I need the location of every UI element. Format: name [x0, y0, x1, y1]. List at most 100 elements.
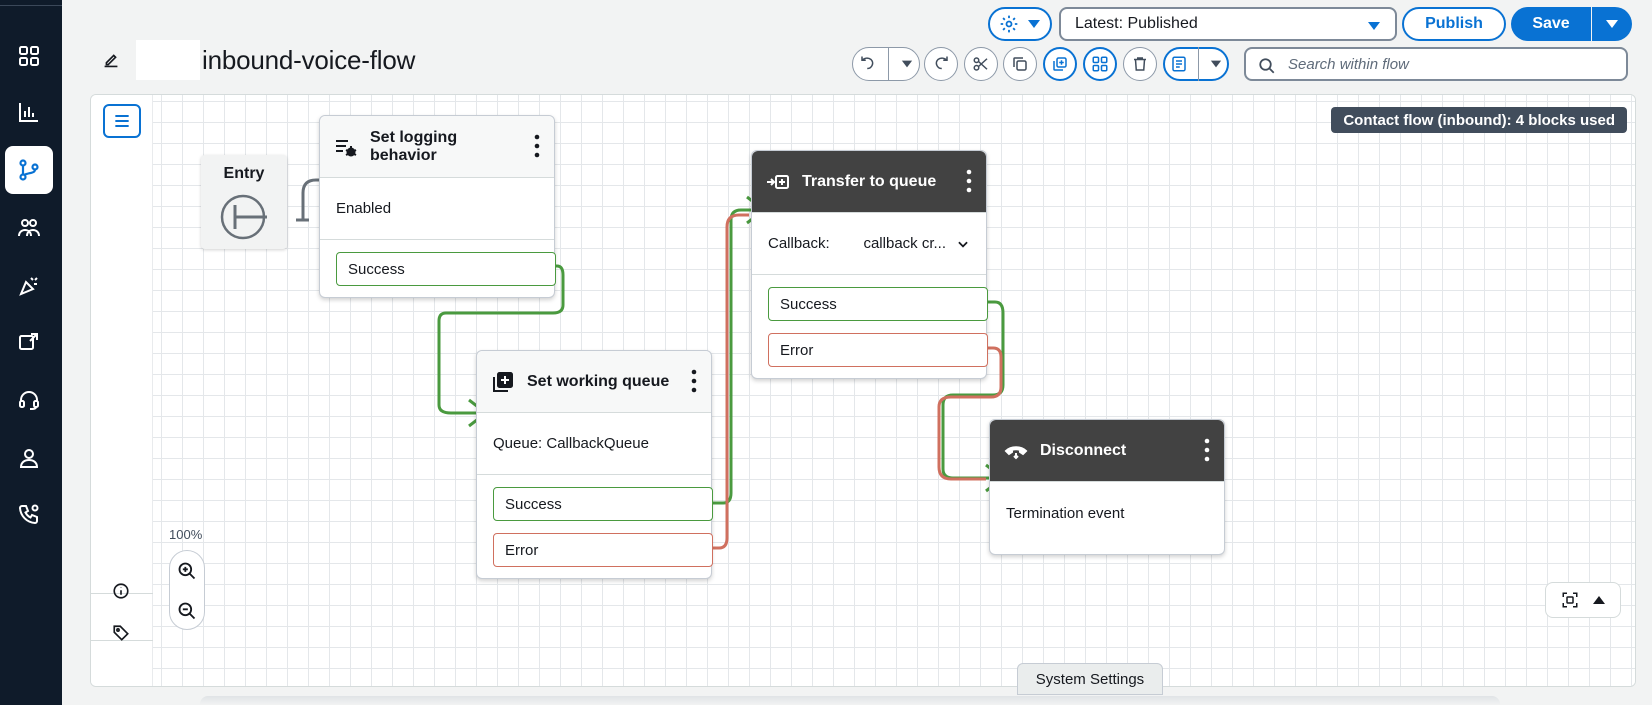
tag-icon[interactable]	[107, 619, 135, 647]
success-branch[interactable]: Success	[768, 287, 988, 321]
version-select[interactable]: Latest: Published	[1059, 7, 1397, 41]
kebab-menu-icon[interactable]	[691, 369, 697, 393]
save-options-button[interactable]	[1592, 7, 1632, 41]
agent-headset-icon[interactable]	[5, 376, 53, 424]
block-header[interactable]: Set logging behavior	[320, 116, 554, 178]
hang-up-icon	[1004, 446, 1028, 460]
queue-value: Queue: CallbackQueue	[493, 435, 649, 452]
sidebar-divider	[91, 593, 153, 594]
publish-button[interactable]: Publish	[1402, 7, 1506, 41]
logging-status: Enabled	[336, 200, 392, 217]
save-button[interactable]: Save	[1511, 7, 1591, 41]
queue-icon[interactable]	[5, 318, 53, 366]
info-icon[interactable]	[107, 577, 135, 605]
zoom-in-icon[interactable]	[177, 561, 197, 581]
set-working-queue-block[interactable]: Set working queue Queue: CallbackQueue S…	[476, 350, 713, 579]
logging-icon	[336, 140, 357, 157]
block-library-button[interactable]	[103, 104, 141, 138]
routing-icon[interactable]	[5, 146, 53, 194]
search-icon	[1259, 58, 1275, 74]
profile-icon[interactable]	[5, 434, 53, 482]
success-branch[interactable]: Success	[336, 252, 556, 286]
fit-to-screen-icon[interactable]	[1561, 591, 1579, 609]
scissors-icon	[973, 57, 988, 71]
edit-icon[interactable]	[100, 49, 122, 71]
users-icon[interactable]	[5, 204, 53, 252]
caret-down-icon	[901, 60, 913, 68]
callback-label: Callback:	[768, 235, 830, 252]
notes-icon	[1172, 56, 1186, 72]
canvas-sidebar	[91, 95, 153, 686]
termination-text: Termination event	[1006, 504, 1125, 522]
arrange-button[interactable]	[1083, 47, 1117, 81]
notes-button[interactable]	[1163, 47, 1229, 81]
redacted-title-prefix	[136, 40, 200, 80]
system-settings-tab[interactable]: System Settings	[1017, 663, 1163, 695]
settings-menu-button[interactable]	[988, 7, 1052, 41]
error-branch[interactable]: Error	[768, 333, 988, 367]
page-title: inbound-voice-flow	[202, 44, 416, 75]
set-logging-behavior-block[interactable]: Set logging behavior Enabled Success	[319, 115, 556, 298]
block-body: Queue: CallbackQueue	[477, 413, 711, 475]
entry-label: Entry	[223, 165, 265, 182]
channels-icon[interactable]	[5, 262, 53, 310]
callback-value: callback cr...	[863, 235, 946, 252]
caret-down-icon	[1028, 20, 1040, 28]
redo-icon	[935, 56, 948, 70]
paste-button[interactable]	[1043, 47, 1077, 81]
undo-button[interactable]	[852, 47, 920, 81]
copy-button[interactable]	[1003, 47, 1037, 81]
left-navigation	[0, 0, 62, 705]
success-branch[interactable]: Success	[493, 487, 713, 521]
dashboard-icon[interactable]	[5, 32, 53, 80]
chevron-down-icon[interactable]	[956, 237, 970, 251]
callback-row[interactable]: Callback: callback cr...	[752, 213, 986, 275]
block-title: Disconnect	[1040, 441, 1127, 459]
entry-block[interactable]: Entry	[201, 155, 287, 249]
flow-search[interactable]	[1244, 47, 1628, 81]
caret-down-icon	[1606, 20, 1618, 28]
caret-up-icon[interactable]	[1592, 593, 1606, 607]
redo-button[interactable]	[924, 47, 958, 81]
zoom-level: 100%	[169, 527, 203, 542]
flow-connectors	[296, 165, 1006, 550]
block-title: behavior	[370, 146, 437, 164]
kebab-menu-icon[interactable]	[534, 134, 540, 158]
block-header[interactable]: Transfer to queue	[752, 151, 986, 213]
block-header[interactable]: Set working queue	[477, 351, 711, 413]
delete-button[interactable]	[1123, 47, 1157, 81]
caret-down-icon	[1368, 22, 1380, 30]
gear-icon	[1000, 15, 1018, 33]
kebab-menu-icon[interactable]	[1204, 438, 1210, 462]
phone-settings-icon[interactable]	[5, 490, 53, 538]
zoom-out-icon[interactable]	[177, 601, 197, 621]
undo-icon	[861, 56, 874, 70]
error-branch[interactable]: Error	[493, 533, 713, 567]
caret-down-icon	[1210, 60, 1221, 68]
view-controls	[1545, 582, 1621, 618]
grid-icon	[1092, 56, 1108, 72]
cut-button[interactable]	[964, 47, 998, 81]
flow-canvas: Entry Set logging behavior Enabled Succe…	[90, 94, 1636, 687]
trash-icon	[1134, 57, 1146, 71]
block-body: Enabled	[320, 178, 554, 240]
disconnect-block[interactable]: Disconnect Termination event	[989, 419, 1225, 555]
search-input[interactable]	[1286, 54, 1616, 74]
bottom-shade	[200, 696, 1500, 705]
transfer-to-queue-block[interactable]: Transfer to queue Callback: callback cr.…	[751, 150, 988, 379]
blocks-used-badge: Contact flow (inbound): 4 blocks used	[1331, 107, 1627, 133]
title-row: inbound-voice-flow	[100, 40, 415, 80]
kebab-menu-icon[interactable]	[966, 169, 972, 193]
transfer-icon	[767, 175, 789, 189]
analytics-icon[interactable]	[5, 88, 53, 136]
block-title: Transfer to queue	[802, 172, 937, 190]
entry-start-icon	[220, 194, 267, 240]
block-body: Termination event	[990, 482, 1224, 544]
block-title: Set working queue	[527, 372, 670, 390]
add-queue-icon	[493, 372, 513, 392]
hamburger-icon	[115, 115, 129, 127]
version-select-value: Latest: Published	[1075, 15, 1198, 32]
nav-top-divider	[0, 0, 62, 6]
paste-icon	[1053, 57, 1067, 71]
block-header[interactable]: Disconnect	[990, 420, 1224, 482]
